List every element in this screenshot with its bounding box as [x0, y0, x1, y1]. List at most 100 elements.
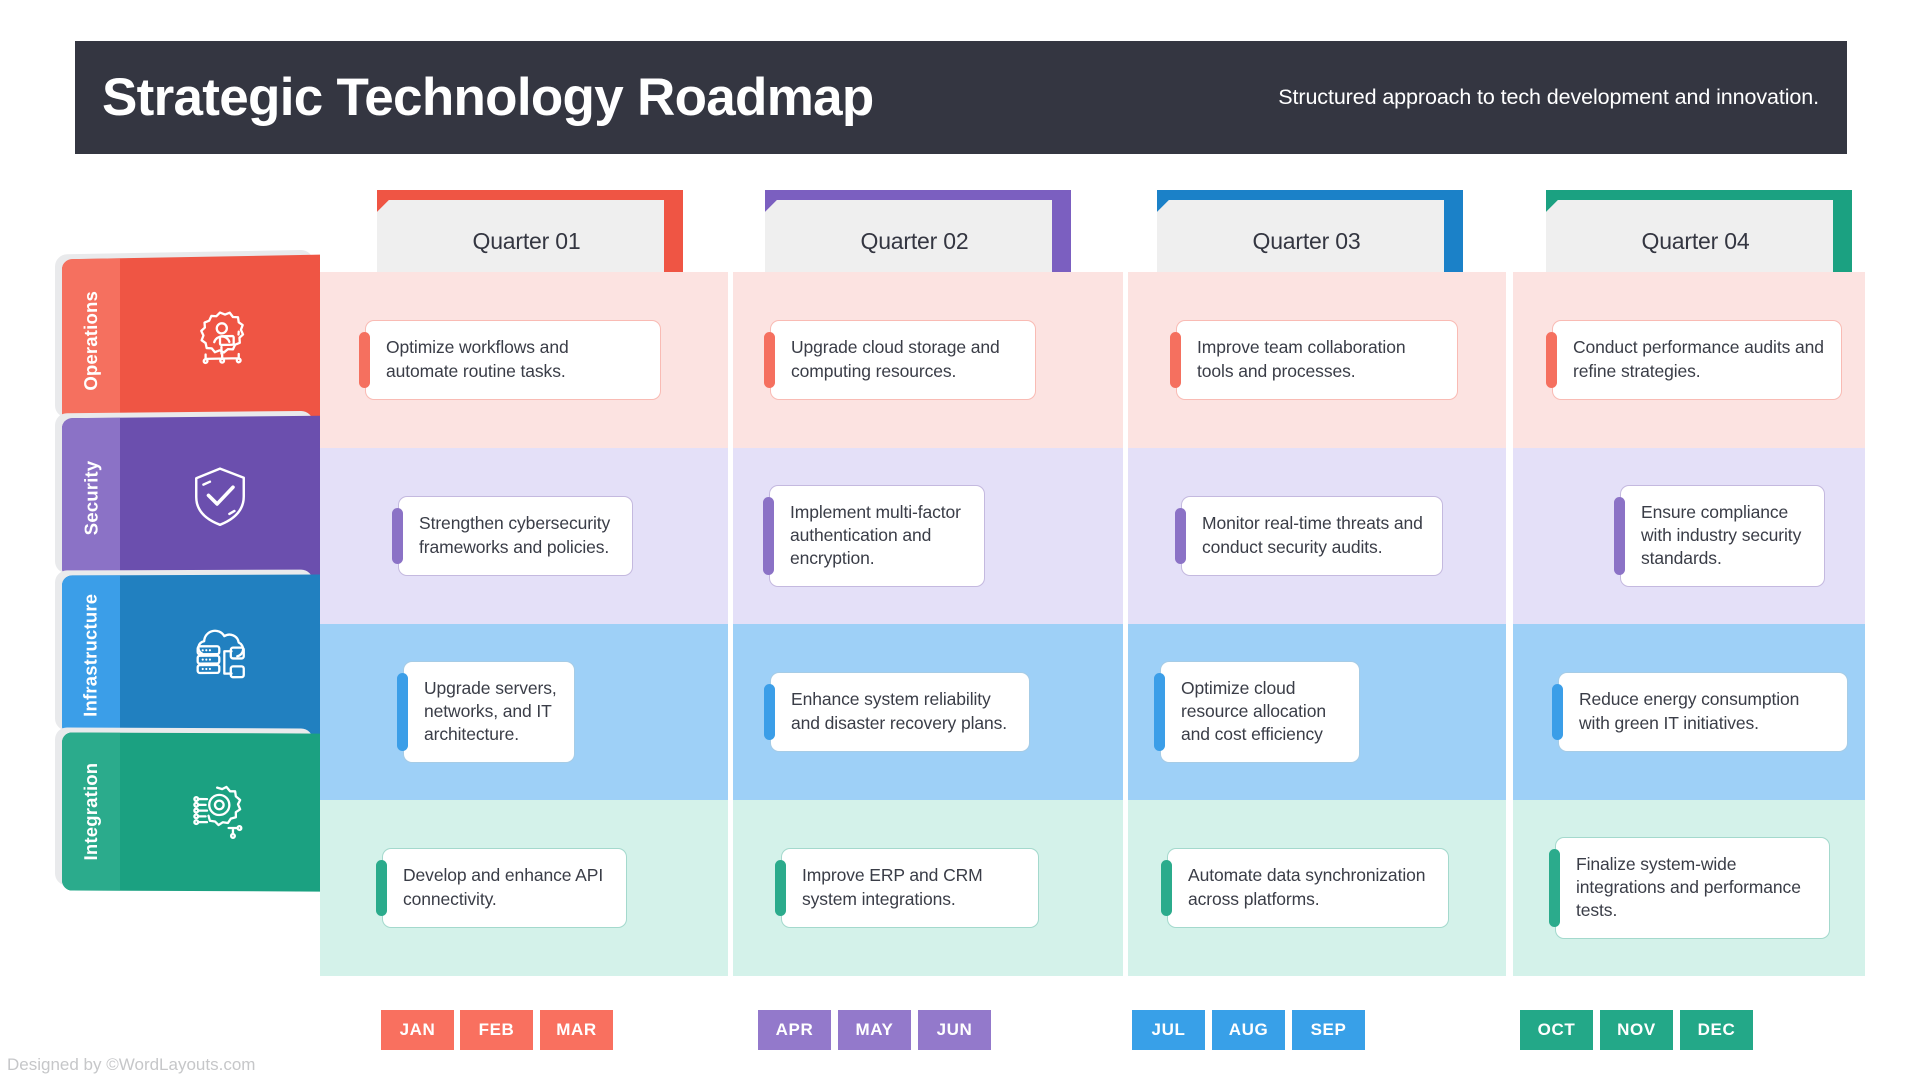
sidebar-row-label: Integration: [80, 762, 101, 861]
month-badge-dec[interactable]: DEC: [1680, 1010, 1753, 1050]
card-accent-bar: [764, 332, 775, 388]
month-badge-apr[interactable]: APR: [758, 1010, 831, 1050]
quarter-tab-1[interactable]: Quarter 01: [377, 190, 683, 273]
roadmap-cell[interactable]: Automate data synchronization across pla…: [1161, 800, 1449, 976]
page-subtitle: Structured approach to tech development …: [1278, 85, 1819, 109]
initiative-text: Conduct performance audits and refine st…: [1573, 337, 1824, 381]
sidebar-row-label: Infrastructure: [80, 593, 102, 717]
month-badge-jul[interactable]: JUL: [1132, 1010, 1205, 1050]
month-badge-oct[interactable]: OCT: [1520, 1010, 1593, 1050]
card-accent-bar: [1549, 848, 1560, 928]
quarter-tab-panel: Quarter 02: [765, 200, 1052, 272]
roadmap-cell[interactable]: Develop and enhance API connectivity.: [376, 800, 627, 976]
initiative-text: Improve ERP and CRM system integrations.: [802, 865, 983, 909]
initiative-text: Ensure compliance with industry security…: [1641, 501, 1802, 569]
card-accent-bar: [1170, 332, 1181, 388]
initiative-card[interactable]: Reduce energy consumption with green IT …: [1552, 672, 1848, 752]
roadmap-cell[interactable]: Finalize system-wide integrations and pe…: [1549, 800, 1830, 976]
initiative-text: Develop and enhance API connectivity.: [403, 865, 604, 909]
initiative-text: Monitor real-time threats and conduct se…: [1202, 513, 1423, 557]
roadmap-cell[interactable]: Strengthen cybersecurity frameworks and …: [392, 448, 633, 624]
month-badge-may[interactable]: MAY: [838, 1010, 911, 1050]
roadmap-cell[interactable]: Implement multi-factor authentication an…: [763, 448, 985, 624]
card-accent-bar: [1154, 672, 1165, 752]
roadmap-cell[interactable]: Improve team collaboration tools and pro…: [1170, 272, 1458, 448]
card-accent-bar: [1161, 860, 1172, 916]
initiative-card[interactable]: Finalize system-wide integrations and pe…: [1549, 836, 1830, 940]
sidebar-row-body: Integration: [62, 732, 320, 892]
month-badge-jun[interactable]: JUN: [918, 1010, 991, 1050]
initiative-text: Strengthen cybersecurity frameworks and …: [419, 513, 611, 557]
month-badge-nov[interactable]: NOV: [1600, 1010, 1673, 1050]
sidebar-row-label-strip: Operations: [62, 258, 120, 423]
initiative-text: Optimize workflows and automate routine …: [386, 337, 569, 381]
month-badge-mar[interactable]: MAR: [540, 1010, 613, 1050]
initiative-text: Upgrade cloud storage and computing reso…: [791, 337, 1000, 381]
roadmap-cell[interactable]: Conduct performance audits and refine st…: [1546, 272, 1842, 448]
initiative-text: Improve team collaboration tools and pro…: [1197, 337, 1406, 381]
quarter-tab-panel: Quarter 03: [1157, 200, 1444, 272]
month-badge-jan[interactable]: JAN: [381, 1010, 454, 1050]
month-badge-feb[interactable]: FEB: [460, 1010, 533, 1050]
card-accent-bar: [763, 496, 774, 576]
roadmap-cell[interactable]: Upgrade servers, networks, and IT archit…: [397, 624, 575, 800]
roadmap-cell[interactable]: Upgrade cloud storage and computing reso…: [764, 272, 1036, 448]
initiative-text: Reduce energy consumption with green IT …: [1579, 689, 1800, 733]
roadmap-cell[interactable]: Ensure compliance with industry security…: [1614, 448, 1825, 624]
month-badge-sep[interactable]: SEP: [1292, 1010, 1365, 1050]
quarter-tab-label: Quarter 04: [1641, 227, 1750, 254]
initiative-card[interactable]: Upgrade cloud storage and computing reso…: [764, 320, 1036, 400]
page-title: Strategic Technology Roadmap: [102, 68, 874, 127]
initiative-text: Upgrade servers, networks, and IT archit…: [424, 677, 557, 745]
card-accent-bar: [1614, 496, 1625, 576]
gear-circuit-icon: [120, 733, 320, 892]
initiative-card[interactable]: Optimize cloud resource allocation and c…: [1154, 660, 1360, 764]
sidebar-row-integration[interactable]: Integration: [55, 727, 320, 892]
quarter-tab-label: Quarter 03: [1252, 227, 1361, 254]
shield-check-icon: [120, 416, 320, 578]
gear-person-icon: [120, 255, 320, 422]
initiative-card[interactable]: Improve ERP and CRM system integrations.: [775, 848, 1039, 928]
initiative-card[interactable]: Strengthen cybersecurity frameworks and …: [392, 496, 633, 576]
card-accent-bar: [392, 508, 403, 564]
sidebar-row-label-strip: Integration: [62, 732, 120, 891]
card-accent-bar: [764, 684, 775, 740]
quarter-tab-panel: Quarter 04: [1546, 200, 1833, 272]
sidebar-row-body: Operations: [62, 254, 320, 423]
card-accent-bar: [1175, 508, 1186, 564]
sidebar-row-body: Infrastructure: [62, 574, 320, 736]
card-accent-bar: [1552, 684, 1563, 740]
initiative-card[interactable]: Enhance system reliability and disaster …: [764, 672, 1030, 752]
roadmap-cell[interactable]: Monitor real-time threats and conduct se…: [1175, 448, 1443, 624]
initiative-card[interactable]: Automate data synchronization across pla…: [1161, 848, 1449, 928]
sidebar-row-operations[interactable]: Operations: [55, 249, 320, 423]
roadmap-cell[interactable]: Enhance system reliability and disaster …: [764, 624, 1030, 800]
month-badge-aug[interactable]: AUG: [1212, 1010, 1285, 1050]
initiative-card[interactable]: Upgrade servers, networks, and IT archit…: [397, 660, 575, 764]
roadmap-cell[interactable]: Optimize workflows and automate routine …: [359, 272, 661, 448]
initiative-card[interactable]: Conduct performance audits and refine st…: [1546, 320, 1842, 400]
page-header: Strategic Technology Roadmap Structured …: [75, 41, 1847, 154]
initiative-card[interactable]: Monitor real-time threats and conduct se…: [1175, 496, 1443, 576]
initiative-card[interactable]: Develop and enhance API connectivity.: [376, 848, 627, 928]
initiative-card[interactable]: Implement multi-factor authentication an…: [763, 484, 985, 588]
quarter-tab-2[interactable]: Quarter 02: [765, 190, 1071, 273]
sidebar-row-security[interactable]: Security: [55, 410, 320, 579]
card-accent-bar: [397, 672, 408, 752]
category-sidebar: Operations Security Infrastructure: [55, 249, 320, 947]
sidebar-row-infrastructure[interactable]: Infrastructure: [55, 569, 320, 736]
roadmap-cell[interactable]: Optimize cloud resource allocation and c…: [1154, 624, 1360, 800]
footer-credit: Designed by ©WordLayouts.com: [7, 1055, 256, 1074]
sidebar-row-label: Operations: [80, 290, 102, 391]
roadmap-cell[interactable]: Reduce energy consumption with green IT …: [1552, 624, 1848, 800]
quarter-tab-panel: Quarter 01: [377, 200, 664, 272]
card-accent-bar: [359, 332, 370, 388]
initiative-card[interactable]: Ensure compliance with industry security…: [1614, 484, 1825, 588]
roadmap-cell[interactable]: Improve ERP and CRM system integrations.: [775, 800, 1039, 976]
quarter-tab-3[interactable]: Quarter 03: [1157, 190, 1463, 273]
quarter-tab-4[interactable]: Quarter 04: [1546, 190, 1852, 273]
initiative-text: Finalize system-wide integrations and pe…: [1576, 853, 1801, 921]
initiative-card[interactable]: Improve team collaboration tools and pro…: [1170, 320, 1458, 400]
initiative-card[interactable]: Optimize workflows and automate routine …: [359, 320, 661, 400]
